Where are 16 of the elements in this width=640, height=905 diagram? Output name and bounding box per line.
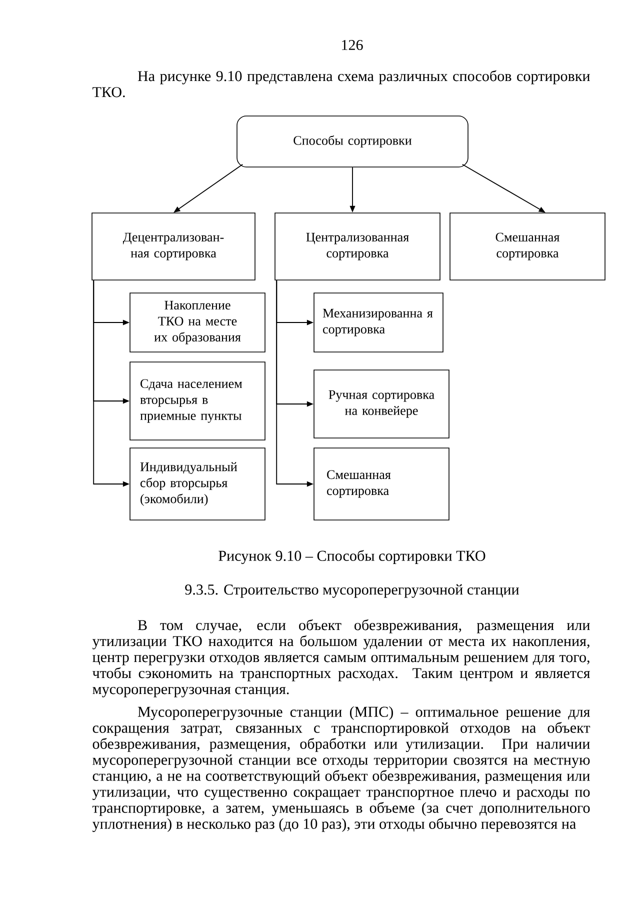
page-number: 126 [342, 40, 363, 50]
method-box: Механизированна я сортировка [314, 292, 444, 352]
method-box: Индивидуальный сбор вторсырья (экомобили) [130, 448, 266, 520]
paragraph: В том случае, если объект обезвреживания, размещения или утилизации ТКО находится на большом удалении от места их накопления, центр перегрузки отходов является самым оптимальным решением для того, чтобы сэкономить на транспортных расходах. Таким центром и является мусороперегрузочная станция. [92, 619, 590, 698]
method-box: Сдача населением вторсырья в приемные пункты [130, 362, 266, 440]
rounded-box: Способы сортировки [236, 116, 468, 168]
figure-caption: Рисунок 9.10 – Способы сортировки ТКО [218, 550, 486, 564]
category-box: Централизованная сортировка [274, 212, 440, 280]
section-heading: 9.3.5. Строительство мусороперегрузочной станции [185, 584, 519, 598]
method-box: Ручная сортировка на конвейере [314, 370, 450, 438]
method-box: Смешанная сортировка [314, 448, 450, 520]
paragraph: Мусороперегрузочные станции (МПС) – оптимальное решение для сокращения затрат, связанных с транспортировкой отходов на объект обезвреживания, размещения, обработки или утилизации. При наличии мусороперегрузочной станции все отходы территории свозятся на местную станцию, а не на соответствующий объект обезвреживания, размещения или утилизации, что существенно сокращает транспортное плечо и расходы по транспортировке, а затем, уменьшаясь в объеме (за счет дополнительного уплотнения) в несколько раз (до 10 раз), эти отходы обычно перевозятся на [92, 706, 590, 832]
category-box: Смешанная сортировка [450, 212, 606, 280]
category-box: Децентрализован- ная сортировка [92, 212, 256, 280]
paragraph: На рисунке 9.10 представлена схема различных способов сортировки ТКО. [92, 70, 590, 98]
method-box: Накопление ТКО на месте их образования [130, 292, 266, 352]
